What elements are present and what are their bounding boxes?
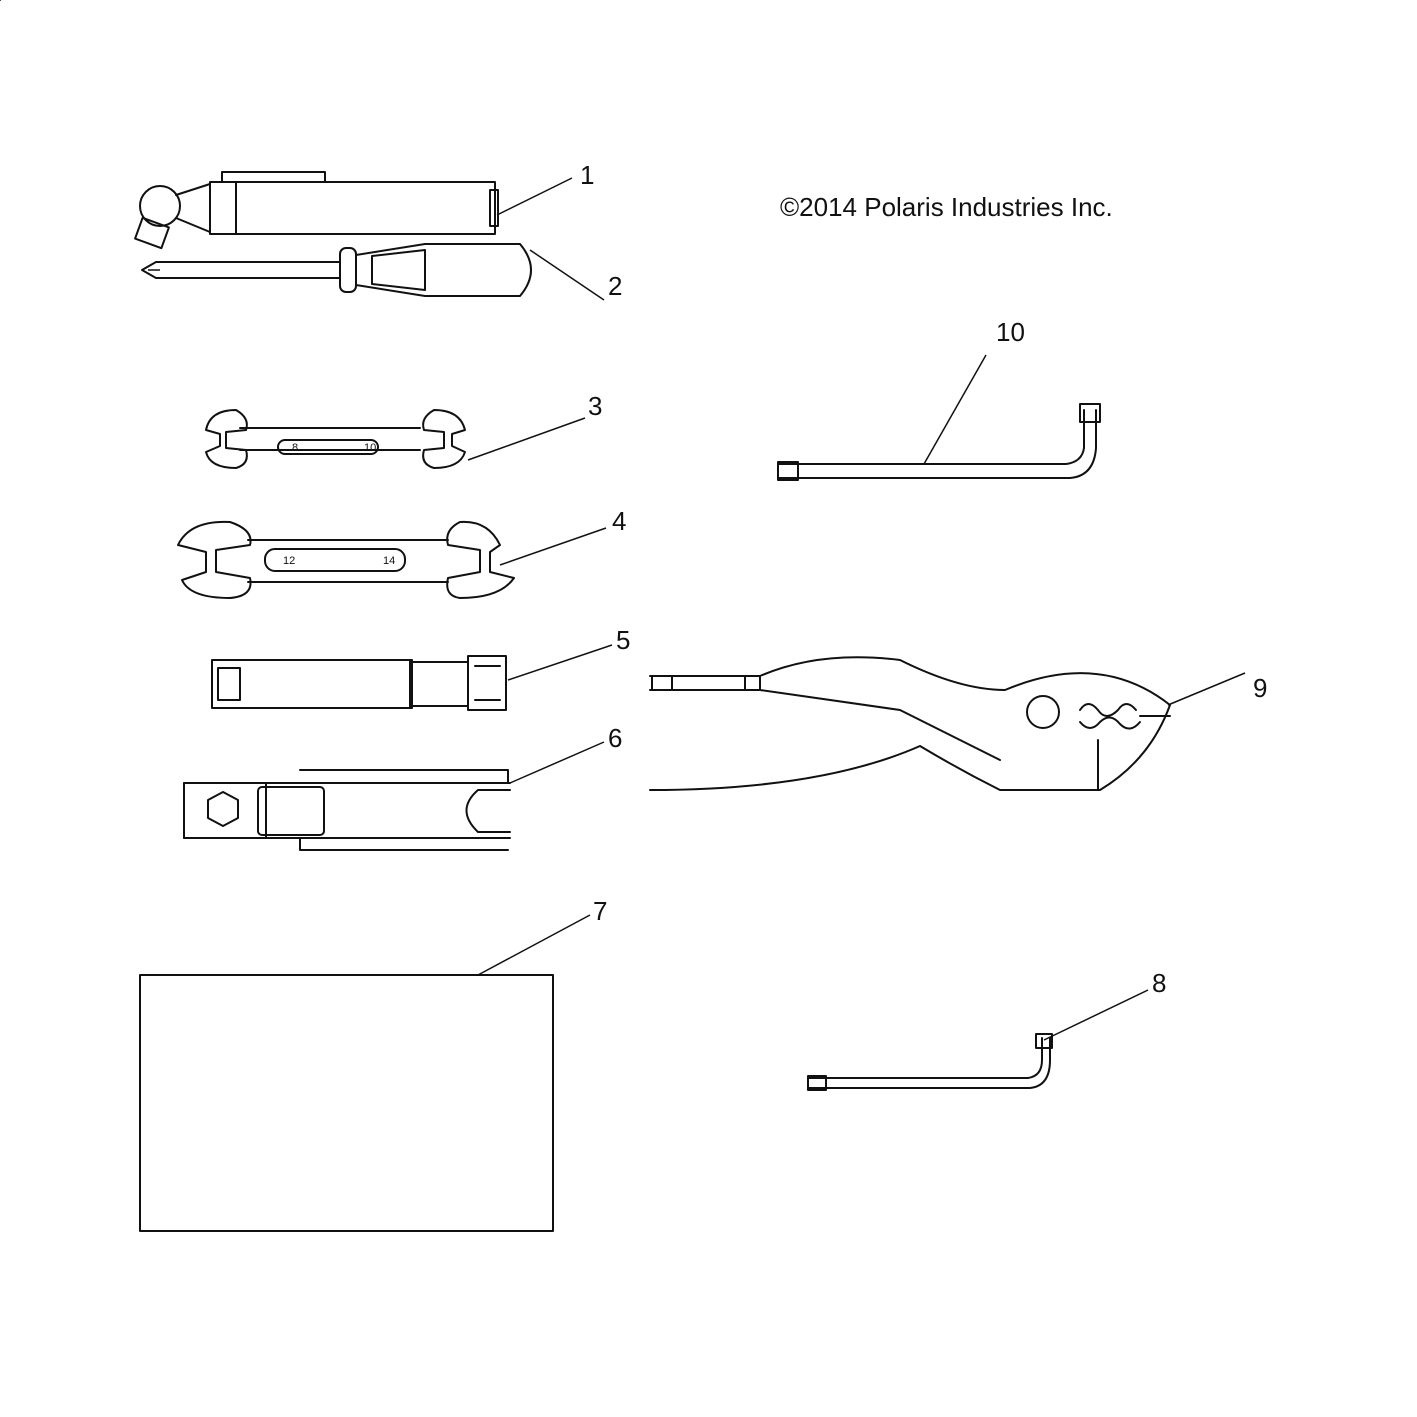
callout-6: 6 [608,723,622,753]
callout-9: 9 [1253,673,1267,703]
leader-6 [509,741,605,784]
wrench-12-14: 12 14 [177,520,515,599]
torx-key-large [777,403,1101,481]
callout-7: 7 [593,896,607,926]
leader-7 [477,914,591,976]
spanner-handle [183,769,511,851]
leader-10 [923,354,987,465]
torx-key-small [807,1033,1053,1091]
leader-4 [499,527,607,566]
callout-8: 8 [1152,968,1166,998]
tire-gauge [0,0,499,250]
leader-5 [507,644,613,681]
leader-3 [467,417,586,461]
leader-8 [1043,989,1149,1041]
wrench-8-10: 8 10 [205,409,466,469]
owners-manual [139,974,554,1232]
callout-2: 2 [608,271,622,301]
leader-2 [529,249,605,301]
callout-1: 1 [580,160,594,190]
copyright-text: ©2014 Polaris Industries Inc. [780,192,1113,222]
leader-1 [496,177,573,216]
wrench-12-14-size-b: 14 [383,555,395,567]
leader-9 [1167,672,1246,706]
spark-plug-socket [211,655,507,711]
wrench-8-10-size-a: 8 [292,442,298,454]
callout-3: 3 [588,391,602,421]
screwdriver [141,243,532,297]
callout-10: 10 [996,317,1025,347]
slip-joint-pliers [649,656,1171,791]
wrench-8-10-size-b: 10 [364,442,376,454]
callout-5: 5 [616,625,630,655]
wrench-12-14-size-a: 12 [283,555,295,567]
callout-4: 4 [612,506,626,536]
